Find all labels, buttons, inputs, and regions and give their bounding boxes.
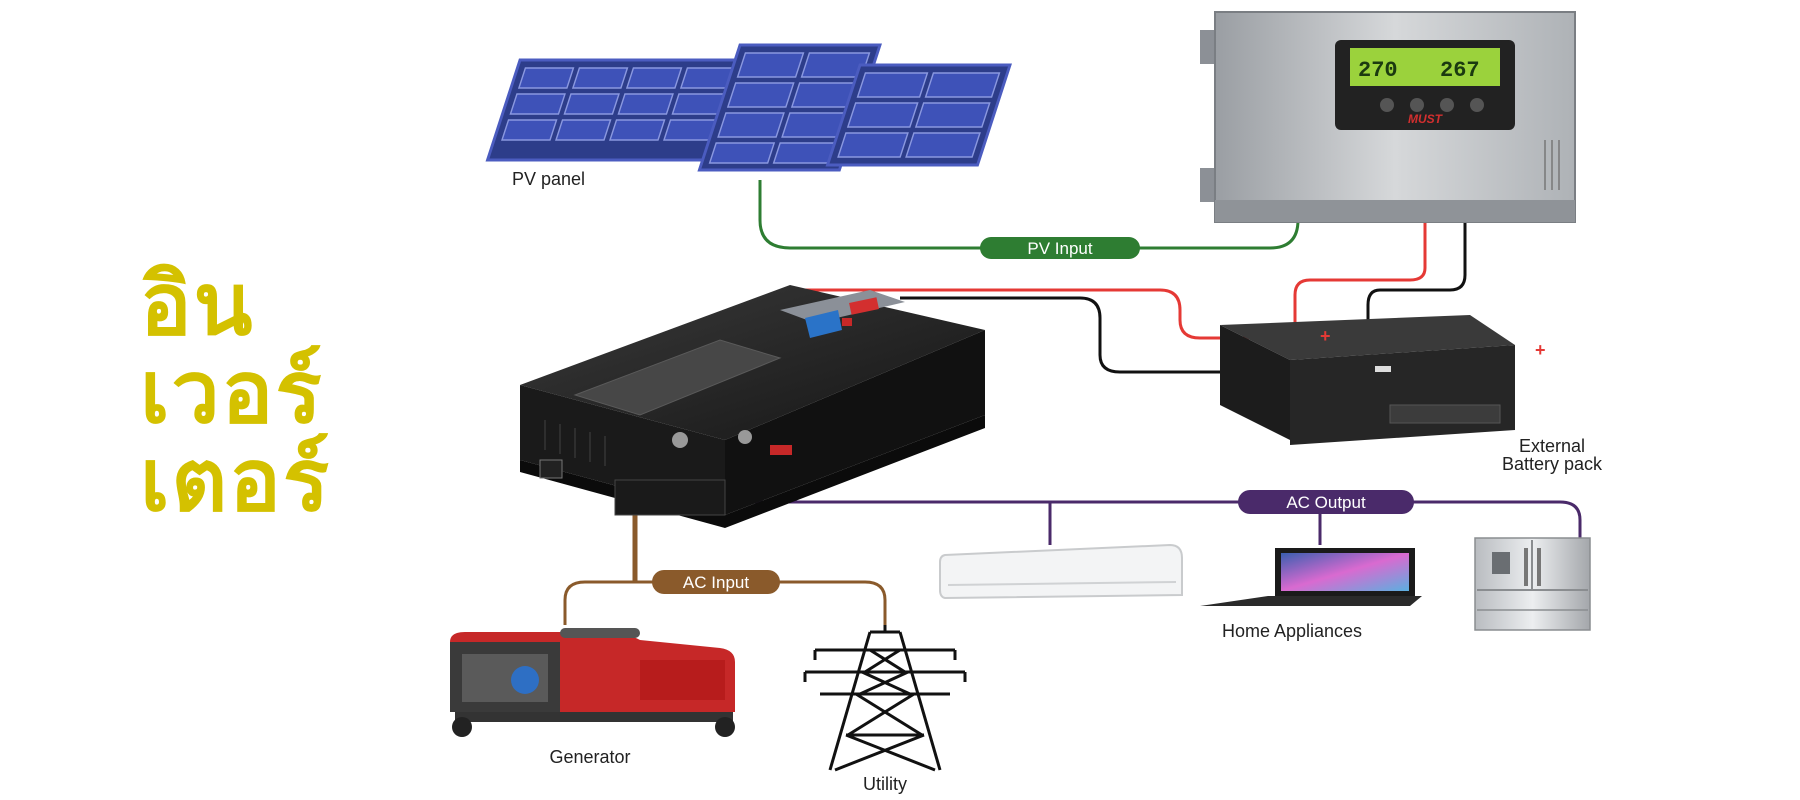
title-line-2: เวอร์ [140, 343, 324, 443]
ac-output-wire [720, 500, 1582, 540]
power-tower-icon [803, 625, 967, 772]
utility-label: Utility [863, 774, 907, 794]
inverter-battery-red-wire [800, 288, 1330, 340]
title-line-3: เตอร์ [140, 431, 332, 531]
controller-battery-black-wire [1366, 222, 1467, 340]
battery-plus-2: + [1535, 340, 1546, 360]
home-appliances-label: Home Appliances [1222, 621, 1362, 641]
pv-input-label: PV Input [1027, 239, 1092, 258]
battery-label-line1: External [1519, 436, 1585, 456]
ac-output-label: AC Output [1286, 493, 1366, 512]
controller-battery-red-wire [1293, 222, 1427, 340]
ac-input-badge: AC Input [652, 570, 780, 594]
controller-brand: MUST [1408, 112, 1444, 126]
battery-label-line2: Battery pack [1502, 454, 1603, 474]
lcd-left-value: 270 [1358, 58, 1398, 83]
air-conditioner-icon [939, 543, 1183, 600]
lcd-right-value: 267 [1440, 58, 1480, 83]
pv-input-badge: PV Input [980, 237, 1140, 259]
solar-panel-icon [485, 43, 1012, 172]
title-line-1: อิน [140, 255, 255, 355]
inverter-battery-black-wire [900, 296, 1390, 374]
generator-icon [450, 628, 735, 737]
pv-panel-label: PV panel [512, 169, 585, 189]
battery-icon: + + [1220, 315, 1546, 445]
ac-input-label: AC Input [683, 573, 749, 592]
battery-plus-1: + [1320, 326, 1331, 346]
ac-output-badge: AC Output [1238, 490, 1414, 514]
charge-controller-icon: 270 267 MUST [1200, 11, 1576, 223]
generator-label: Generator [549, 747, 630, 767]
laptop-icon [1200, 548, 1422, 606]
refrigerator-icon [1474, 537, 1591, 631]
inverter-icon [520, 285, 985, 528]
